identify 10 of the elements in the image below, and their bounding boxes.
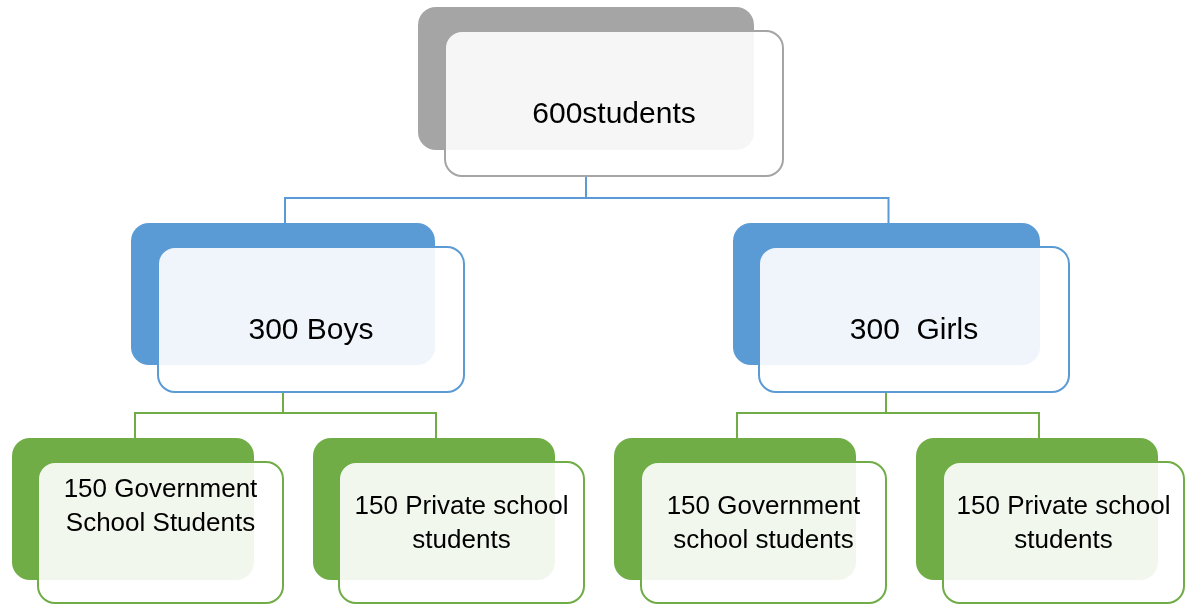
node-label: 150 Private school students <box>955 489 1172 556</box>
node-label: 150 Government school students <box>665 489 862 556</box>
connector-line <box>885 392 1040 439</box>
connector-line <box>585 176 890 224</box>
node-label: 150 Government School Students <box>62 472 259 539</box>
node-label: 300 Boys <box>247 311 375 347</box>
node-label: 600students <box>531 95 697 131</box>
connector-line <box>282 392 437 439</box>
node-label: 150 Private school students <box>353 489 570 556</box>
node-label: 300 Girls <box>848 311 980 347</box>
